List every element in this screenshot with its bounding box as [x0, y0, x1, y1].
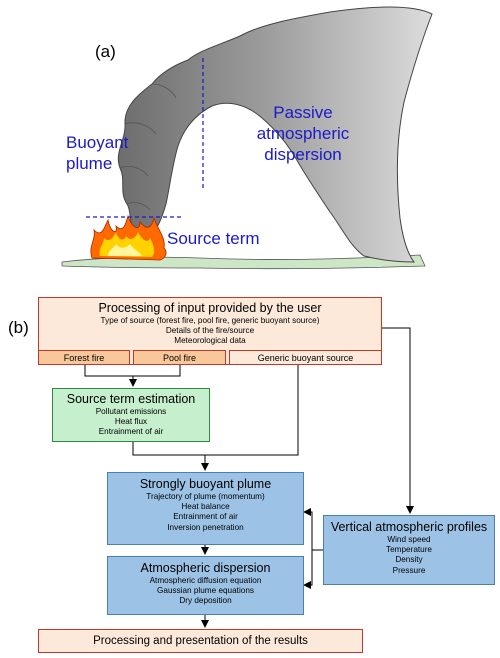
input-line: Type of source (forest fire, pool fire, …	[100, 316, 320, 325]
source-term-estimation-box: Source term estimation Pollutant emissio…	[52, 388, 210, 442]
vertical-profiles-title: Vertical atmospheric profiles	[330, 520, 488, 534]
vertical-profiles-line: Density	[395, 555, 423, 565]
source-term-line: Pollutant emissions	[95, 407, 167, 416]
fire	[90, 214, 167, 261]
tab-forest-fire: Forest fire	[38, 350, 130, 365]
atmospheric-dispersion-line: Dry deposition	[179, 596, 232, 606]
buoyant-plume-title: Strongly buoyant plume	[139, 477, 272, 491]
source-term-title: Source term estimation	[66, 392, 196, 406]
smoke-plume	[117, 6, 433, 263]
buoyant-plume-label: Buoyant plume	[66, 133, 129, 173]
input-line: Meteorological data	[174, 336, 246, 346]
source-term-line: Entrainment of air	[98, 427, 164, 437]
tab-pool-fire: Pool fire	[133, 350, 226, 365]
input-line: Details of the fire/source	[165, 326, 255, 336]
vertical-profiles-line: Pressure	[392, 565, 426, 575]
passive-dispersion-label: Passive atmospheric dispersion	[256, 103, 350, 164]
flow-connectors	[84, 327, 414, 628]
strongly-buoyant-plume-box: Strongly buoyant plume Trajectory of plu…	[107, 472, 304, 545]
panel-a-label: (a)	[95, 42, 116, 61]
buoyant-plume-line: Trajectory of plume (momentum)	[146, 492, 265, 501]
input-box-title: Processing of input provided by the user	[98, 301, 322, 315]
buoyant-plume-line: Entrainment of air	[173, 512, 238, 522]
atmospheric-dispersion-line: Gaussian plume equations	[157, 586, 254, 596]
tab-generic-buoyant-source: Generic buoyant source	[229, 350, 382, 365]
source-term-label: Source term	[167, 229, 260, 248]
source-term-line: Heat flux	[114, 417, 148, 427]
vertical-profiles-line: Wind speed	[387, 535, 431, 544]
plume-illustration	[61, 6, 433, 270]
atmospheric-dispersion-box: Atmospheric dispersion Atmospheric diffu…	[107, 556, 304, 615]
results-title: Processing and presentation of the resul…	[93, 635, 308, 647]
panel-b-label: (b)	[8, 318, 29, 337]
vertical-profiles-line: Temperature	[386, 545, 432, 555]
atmospheric-dispersion-title: Atmospheric dispersion	[140, 561, 271, 575]
buoyant-plume-line: Heat balance	[181, 502, 230, 512]
atmospheric-dispersion-line: Atmospheric diffusion equation	[149, 576, 262, 585]
buoyant-plume-line: Inversion penetration	[167, 522, 244, 532]
vertical-profiles-box: Vertical atmospheric profiles Wind speed…	[323, 515, 495, 585]
results-box: Processing and presentation of the resul…	[38, 629, 363, 653]
